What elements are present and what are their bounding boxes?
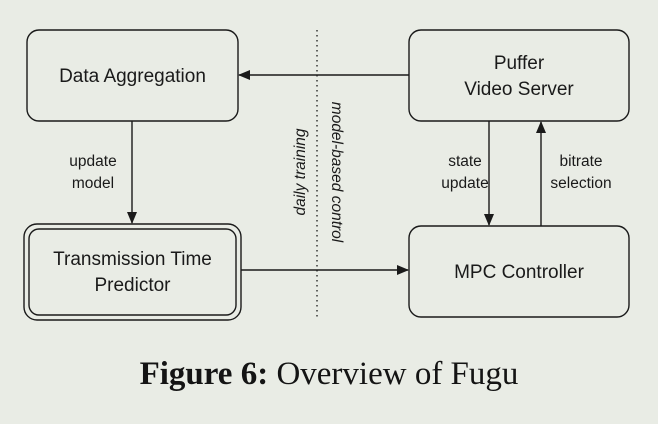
mpc-controller-label: MPC Controller <box>454 262 585 283</box>
state-update-label-line1: state <box>448 153 482 170</box>
puffer-video-server-node: Puffer Video Server <box>408 29 630 122</box>
bitrate-selection-label-line1: bitrate <box>559 153 602 170</box>
daily-training-label: daily training <box>292 128 309 215</box>
predictor-label-line2: Predictor <box>94 275 171 296</box>
data-aggregation-node: Data Aggregation <box>26 29 239 122</box>
state-update-label-line2: update <box>441 175 488 192</box>
figure-caption-text: Overview of Fugu <box>276 356 519 392</box>
predictor-label-line1: Transmission Time <box>53 249 212 270</box>
update-model-label-line2: model <box>72 175 114 192</box>
puffer-server-label-line2: Video Server <box>464 79 574 100</box>
figure-caption: Figure 6: Overview of Fugu <box>0 356 658 393</box>
update-model-label-line1: update <box>69 153 116 170</box>
mpc-controller-node: MPC Controller <box>408 225 630 318</box>
puffer-server-label-line1: Puffer <box>494 53 545 74</box>
data-aggregation-label: Data Aggregation <box>59 66 206 87</box>
figure-number: Figure 6: <box>139 356 269 392</box>
transmission-time-predictor-node: Transmission Time Predictor <box>23 223 242 321</box>
model-based-control-label: model-based control <box>328 102 345 243</box>
bitrate-selection-label-line2: selection <box>550 175 611 192</box>
